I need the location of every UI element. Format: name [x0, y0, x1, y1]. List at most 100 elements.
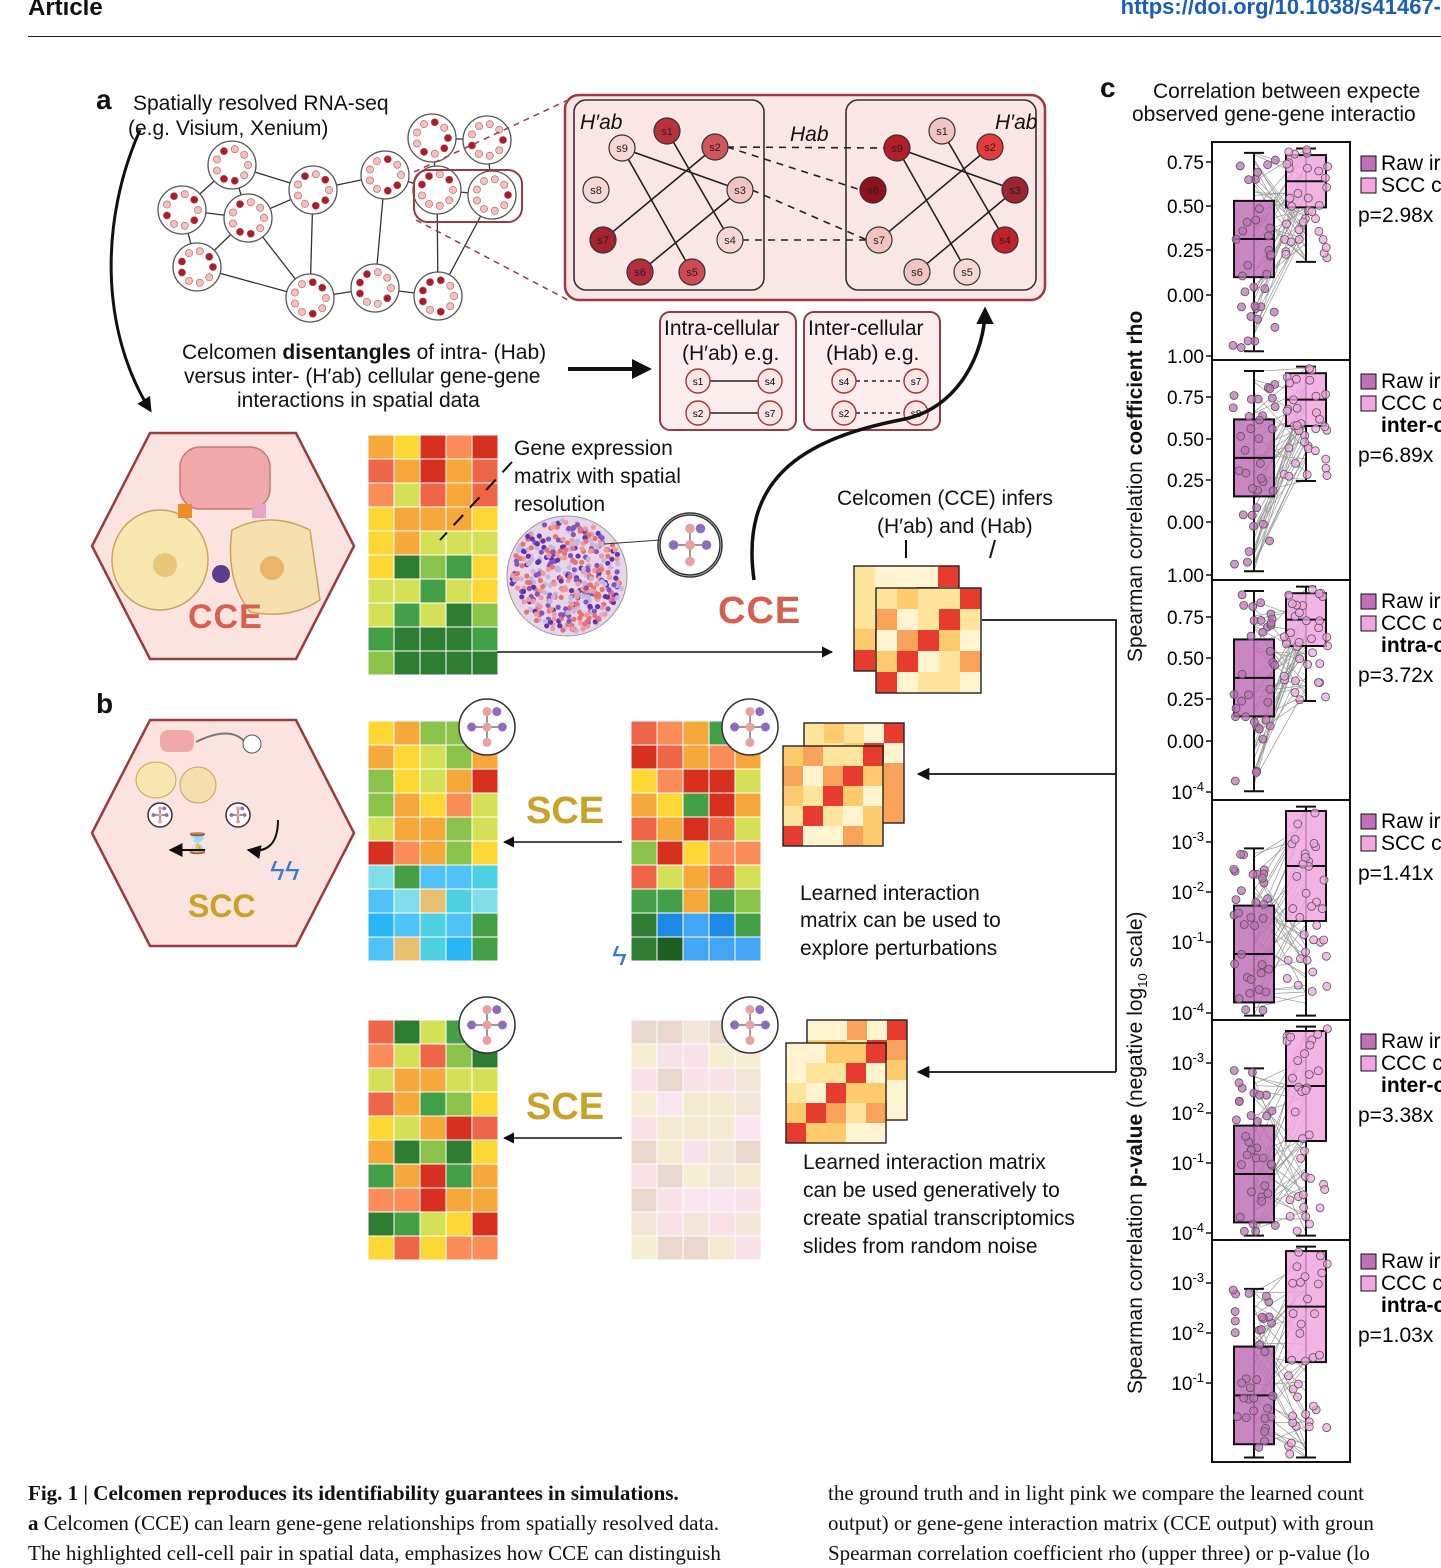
legend-swatch-model: [1361, 836, 1376, 851]
data-point: [1320, 936, 1328, 944]
data-point: [1231, 777, 1239, 785]
data-point: [1300, 931, 1308, 939]
data-point: [1242, 1414, 1250, 1422]
data-point: [1238, 591, 1246, 599]
data-point: [1305, 1423, 1313, 1431]
data-point: [1237, 344, 1245, 352]
data-point: [1239, 511, 1247, 519]
legend-raw: Raw ir: [1381, 370, 1441, 393]
legend-model-type: inter-c: [1381, 414, 1441, 437]
data-point: [1291, 835, 1299, 843]
y-tick-label: 0.00: [1167, 513, 1204, 534]
data-point: [1285, 444, 1293, 452]
data-point: [1296, 655, 1304, 663]
caption-right-line3: Spearman correlation coefficient rho (up…: [828, 1541, 1370, 1565]
data-point: [1271, 403, 1279, 411]
legend-swatch-model: [1361, 396, 1376, 411]
data-point: [1264, 1404, 1272, 1412]
data-point: [1305, 1071, 1313, 1079]
data-point: [1235, 1098, 1243, 1106]
data-point: [1302, 1086, 1310, 1094]
data-point: [1294, 820, 1302, 828]
data-point: [1321, 174, 1329, 182]
legend-swatch-raw: [1361, 814, 1376, 829]
data-point: [1287, 238, 1295, 246]
data-point: [1262, 988, 1270, 996]
data-point: [1246, 989, 1254, 997]
data-point: [1253, 504, 1261, 512]
p-value-label: p=1.41x: [1358, 862, 1434, 885]
data-point: [1295, 235, 1303, 243]
data-point: [1251, 302, 1259, 310]
data-point: [1246, 1384, 1254, 1392]
data-point: [1261, 1182, 1269, 1190]
data-point: [1252, 216, 1260, 224]
y-tick-label: 10-2: [1171, 1100, 1204, 1125]
caption-left-line2: a Celcomen (CCE) can learn gene-gene rel…: [28, 1511, 719, 1535]
data-point: [1284, 1372, 1292, 1380]
data-point: [1247, 913, 1255, 921]
data-point: [1302, 889, 1310, 897]
data-point: [1241, 288, 1249, 296]
data-point: [1295, 226, 1303, 234]
data-point: [1250, 617, 1258, 625]
data-point: [1312, 425, 1320, 433]
data-point: [1264, 161, 1272, 169]
p-value-label: p=3.72x: [1358, 664, 1434, 687]
y-tick-label: 10-1: [1171, 1370, 1204, 1395]
data-point: [1267, 619, 1275, 627]
data-point: [1248, 484, 1256, 492]
data-point: [1242, 713, 1250, 721]
legend-swatch-model: [1361, 616, 1376, 631]
data-point: [1261, 1437, 1269, 1445]
data-point: [1247, 975, 1255, 983]
y-tick-label: 0.25: [1167, 690, 1204, 711]
data-point: [1236, 1213, 1244, 1221]
data-point: [1252, 769, 1260, 777]
data-point: [1309, 1402, 1317, 1410]
data-point: [1250, 283, 1258, 291]
data-point: [1256, 1341, 1264, 1349]
data-point: [1293, 872, 1301, 880]
data-point: [1245, 412, 1253, 420]
data-point: [1230, 1066, 1238, 1074]
data-point: [1263, 1112, 1271, 1120]
data-point: [1322, 693, 1330, 701]
data-point: [1323, 183, 1331, 191]
legend-model: CCC c: [1381, 612, 1441, 635]
data-point: [1301, 438, 1309, 446]
data-point: [1231, 1329, 1239, 1337]
data-point: [1243, 558, 1251, 566]
data-point: [1310, 936, 1318, 944]
data-point: [1294, 1380, 1302, 1388]
data-point: [1280, 672, 1288, 680]
data-point: [1293, 404, 1301, 412]
data-point: [1306, 1220, 1314, 1228]
data-point: [1229, 1286, 1237, 1294]
data-point: [1230, 865, 1238, 873]
data-point: [1305, 1131, 1313, 1139]
data-point: [1241, 446, 1249, 454]
data-point: [1313, 921, 1321, 929]
data-point: [1266, 385, 1274, 393]
data-point: [1263, 270, 1271, 278]
data-point: [1233, 1413, 1241, 1421]
p-value-label: p=1.03x: [1358, 1324, 1434, 1347]
legend-swatch-model: [1361, 1276, 1376, 1291]
data-point: [1288, 202, 1296, 210]
data-point: [1262, 1292, 1270, 1300]
data-point: [1295, 1248, 1303, 1256]
data-point: [1294, 981, 1302, 989]
data-point: [1282, 220, 1290, 228]
data-point: [1289, 396, 1297, 404]
data-point: [1323, 472, 1331, 480]
data-point: [1250, 1407, 1258, 1415]
data-point: [1266, 722, 1274, 730]
data-point: [1232, 235, 1240, 243]
data-point: [1267, 1160, 1275, 1168]
data-point: [1280, 633, 1288, 641]
data-point: [1291, 1108, 1299, 1116]
data-point: [1258, 874, 1266, 882]
data-point: [1286, 1196, 1294, 1204]
y-tick-label: 10-4: [1171, 1220, 1204, 1245]
